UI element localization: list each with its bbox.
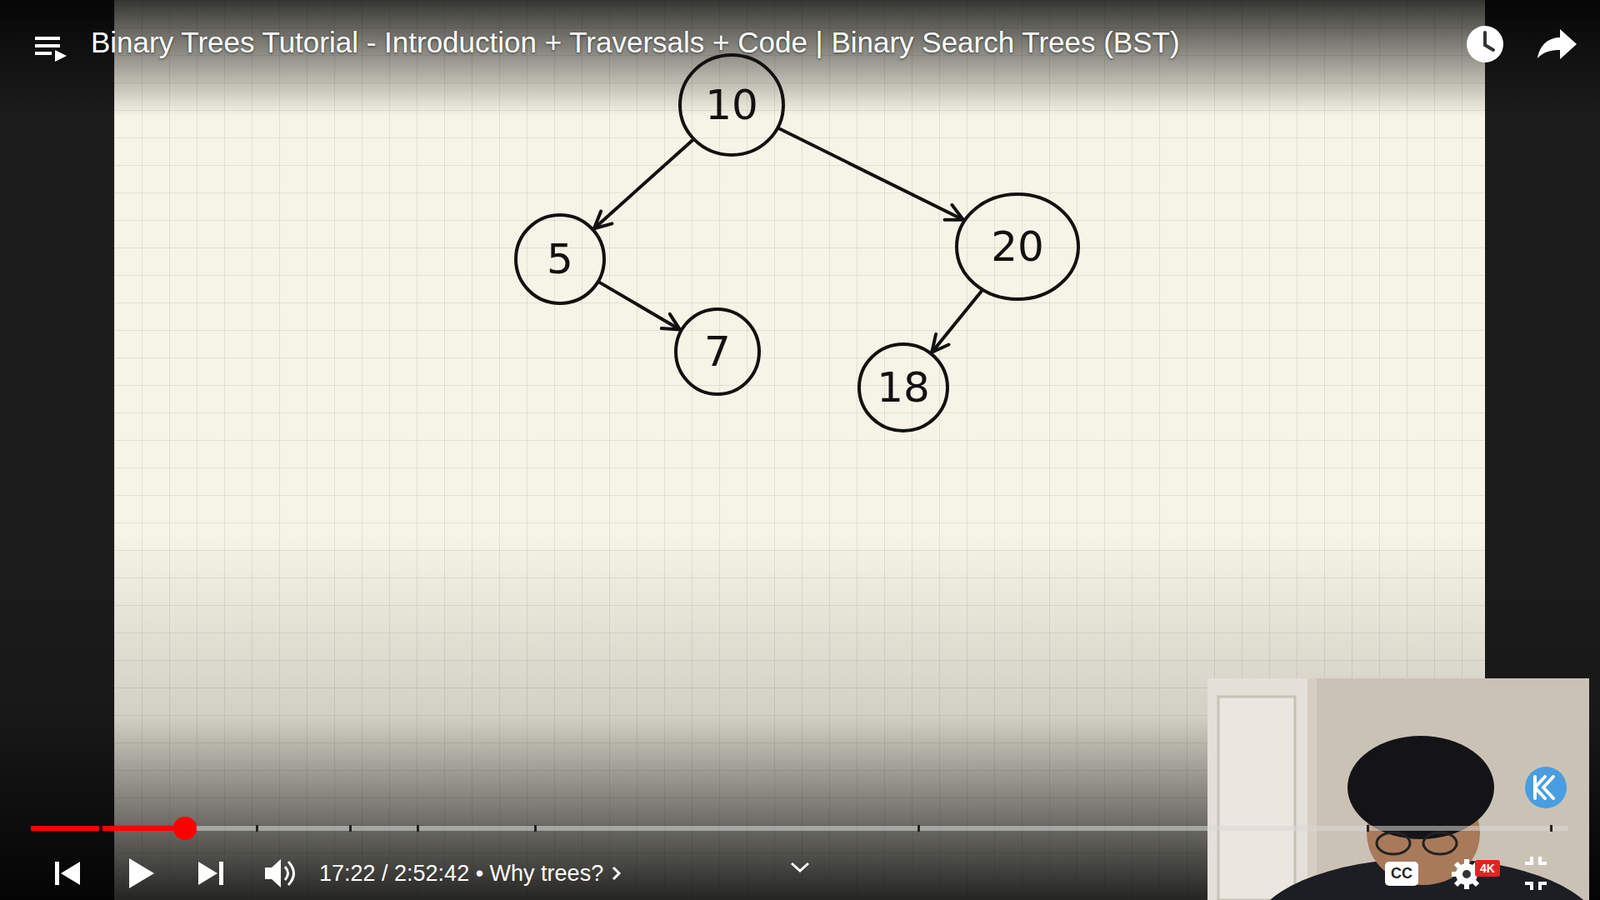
tree-edge — [594, 140, 693, 229]
watch-later-icon — [1466, 25, 1504, 63]
video-title: Binary Trees Tutorial - Introduction + T… — [90, 25, 1180, 60]
tree-node: 18 — [856, 341, 950, 434]
tree-edge — [599, 282, 680, 330]
progress-bar — [30, 816, 1569, 840]
tree-edge — [931, 290, 982, 353]
playlist-icon — [35, 36, 67, 62]
tree-node: 20 — [954, 191, 1081, 302]
chapter-chevron — [606, 863, 625, 884]
tree-node: 5 — [513, 212, 607, 306]
node-value: 5 — [546, 235, 574, 284]
node-value: 18 — [876, 363, 930, 412]
quality-badge: 4K — [1480, 862, 1495, 875]
node-value: 10 — [705, 80, 759, 130]
captions-button: CC — [1390, 865, 1413, 881]
tree-node: 7 — [673, 306, 762, 397]
node-value: 20 — [990, 222, 1045, 271]
time-and-chapter: 17:22 / 2:52:42 • Why trees? — [319, 860, 604, 887]
tree-node: 10 — [677, 52, 786, 158]
share-icon — [1537, 29, 1577, 60]
tree-edge — [779, 128, 964, 220]
player-controls — [55, 856, 1547, 890]
webcam-overlay — [1207, 678, 1600, 900]
chapter-row: 17:22 / 2:52:42 • Why trees? — [319, 856, 625, 890]
node-value: 7 — [704, 327, 731, 376]
